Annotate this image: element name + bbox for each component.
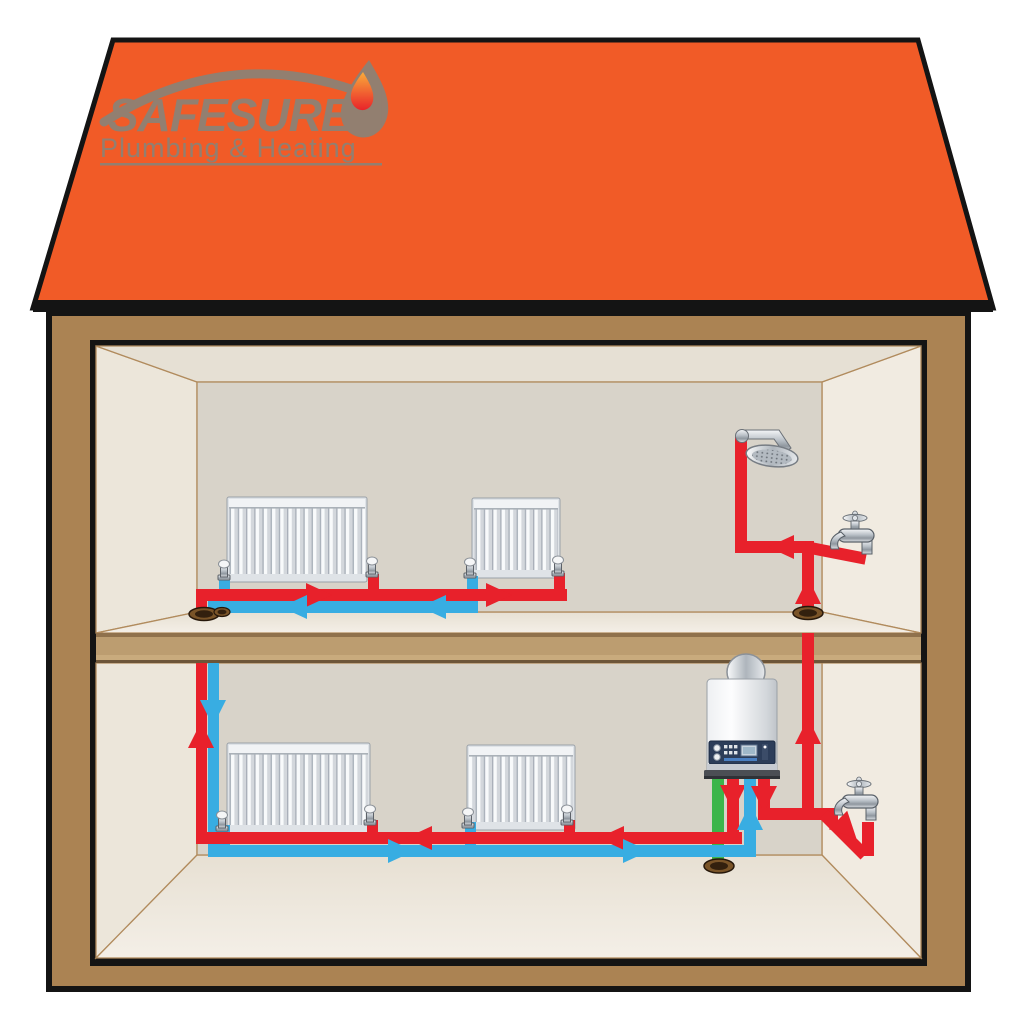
radiator-flow-stub [367,820,378,834]
boiler-buttons [724,745,738,755]
boiler-switch [762,744,768,760]
flow-arrow-up [737,804,763,830]
flow-arrow-right [486,583,512,607]
floor-hole [792,605,824,621]
logo-swoosh [99,69,359,127]
return-riser [208,663,219,851]
tap-feed-pipe [862,822,874,856]
boiler-display-screen [743,747,755,754]
floor-edge-top [96,633,921,637]
radiator [466,744,576,831]
flow-arrow-right [623,839,649,863]
flow-arrow-down [720,785,746,811]
brand-tagline: Plumbing & Heating [100,133,357,163]
flow-arrow-left [406,826,432,850]
combi-boiler [704,653,780,779]
upper-pipework [188,496,567,622]
flow-arrow-down [200,700,226,726]
floor-board [96,655,921,660]
boiler-knob [713,744,721,752]
flow-arrow-left [281,595,307,619]
radiator-flow-stub [564,820,575,834]
upper-hot-water [735,429,875,621]
floor-joist [96,637,921,655]
boiler-knob [713,753,721,761]
boiler-led [763,745,767,749]
hot-flow-main [196,589,567,601]
return-main [208,601,478,613]
upper-ceiling [95,345,922,383]
flow-arrow-right [306,583,332,607]
boiler-lower-band [707,764,777,770]
flow-arrow-up [188,722,214,748]
radiator [226,496,368,583]
upper-left-wall [95,345,198,634]
boiler-trim [724,758,757,761]
floor-edge-bottom [96,660,921,663]
roof-eave-edge [33,300,993,312]
flow-arrow-left [768,535,794,559]
flame-icon-inner [350,72,374,111]
radiator-flow-stub [368,574,379,594]
flow-arrow-down [751,786,777,812]
radiator [226,742,371,834]
radiator-flow-stub [554,573,565,594]
flow-arrow-left [420,595,446,619]
return-main [208,845,756,857]
roof: SAFESURE Plumbing & Heating [29,37,997,312]
shower-head-icon [735,429,799,468]
roof-panel [29,37,997,311]
intermediate-floor [96,633,921,663]
hot-flow-drop [196,589,207,617]
ground-hot-water [751,633,879,860]
flow-arrow-up [795,578,821,604]
boiler-base-shadow [704,776,780,779]
dhw-diagonal [819,810,870,860]
dhw-horizontal [758,808,838,820]
shower-feed-pipe [735,437,747,553]
flow-arrow-diagonal [828,810,857,839]
upper-right-wall [821,345,922,634]
tagline-underline [100,163,382,166]
hot-flow-main [196,832,742,844]
flow-arrow-left [598,826,624,850]
flow-arrow-right [388,839,414,863]
tap-feed-slope [803,541,867,565]
radiator [471,497,561,579]
brand-logo: SAFESURE Plumbing & Heating [99,60,389,166]
floor-hole [703,858,735,874]
floor-hole [188,606,231,622]
ground-floor [94,854,923,959]
brand-wordmark: SAFESURE [108,89,353,141]
ground-pipework [188,663,763,874]
flow-arrow-up [795,718,821,744]
